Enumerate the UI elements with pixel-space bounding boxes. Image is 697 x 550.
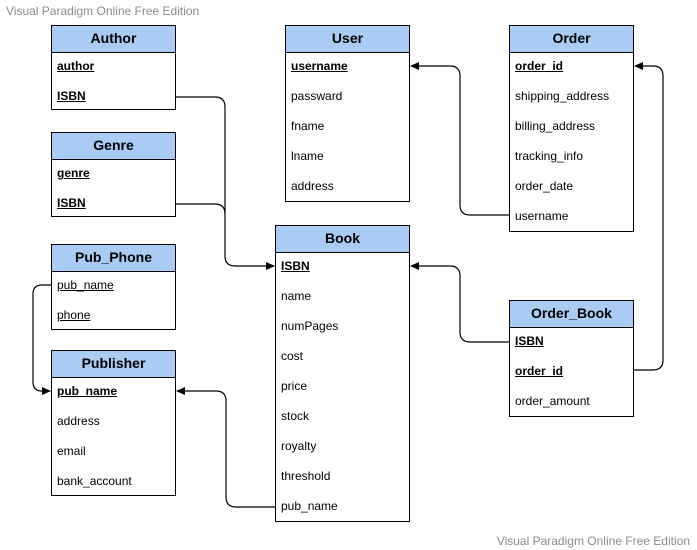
entity-genre[interactable]: Genre genre ISBN <box>51 132 176 217</box>
attribute: name <box>281 289 312 303</box>
link-book-publisher <box>176 387 276 508</box>
link-orderbook-book <box>410 262 510 343</box>
attribute: author <box>57 59 95 73</box>
attribute: stock <box>281 409 310 423</box>
link-pubphone-publisher <box>32 284 52 395</box>
link-order-user <box>410 62 510 216</box>
attribute: ISBN <box>57 196 86 210</box>
attribute: price <box>281 379 308 393</box>
entity-pub-phone[interactable]: Pub_Phone pub_name phone <box>51 244 176 330</box>
entity-user[interactable]: User username passward fname lname addre… <box>285 25 410 202</box>
link-author-book <box>176 96 275 270</box>
attribute: username <box>515 209 569 223</box>
entity-book[interactable]: Book ISBN name numPages cost price stock… <box>275 225 410 522</box>
attribute: fname <box>291 119 325 133</box>
attribute: ISBN <box>57 89 86 103</box>
attribute: passward <box>291 89 343 103</box>
entity-title: Order <box>510 26 633 53</box>
attribute: pub_name <box>281 499 338 513</box>
attribute: order_date <box>515 179 574 193</box>
attribute: cost <box>281 349 304 363</box>
attribute: order_id <box>515 364 564 378</box>
attribute: ISBN <box>515 334 544 348</box>
entity-title: Pub_Phone <box>52 245 175 272</box>
attribute: tracking_info <box>515 149 584 163</box>
entity-title: Book <box>276 226 409 253</box>
attribute: shipping_address <box>515 89 610 103</box>
link-genre-book <box>176 203 226 215</box>
entity-title: Order_Book <box>510 301 633 328</box>
watermark-bottom: Visual Paradigm Online Free Edition <box>496 534 690 548</box>
entity-title: Publisher <box>52 351 175 378</box>
attribute: address <box>57 414 100 428</box>
entity-author[interactable]: Author author ISBN <box>51 25 176 110</box>
attribute: order_amount <box>515 394 590 408</box>
attribute: threshold <box>281 469 331 483</box>
attribute: genre <box>57 166 90 180</box>
attribute: username <box>291 59 348 73</box>
attribute: ISBN <box>281 259 310 273</box>
entity-publisher[interactable]: Publisher pub_name address email bank_ac… <box>51 350 176 496</box>
attribute: email <box>57 444 86 458</box>
attribute: numPages <box>281 319 339 333</box>
entity-title: Author <box>52 26 175 53</box>
attribute: address <box>291 179 334 193</box>
attribute: billing_address <box>515 119 596 133</box>
entity-title: Genre <box>52 133 175 160</box>
attribute: pub_name <box>57 278 114 292</box>
attribute: lname <box>291 149 324 163</box>
watermark-top: Visual Paradigm Online Free Edition <box>6 4 200 18</box>
attribute: order_id <box>515 59 564 73</box>
entity-order[interactable]: Order order_id shipping_address billing_… <box>509 25 634 232</box>
attribute: phone <box>57 308 91 322</box>
attribute: bank_account <box>57 474 132 488</box>
entity-order-book[interactable]: Order_Book ISBN order_id order_amount <box>509 300 634 417</box>
link-orderbook-order <box>634 62 664 371</box>
entity-title: User <box>286 26 409 53</box>
attribute: pub_name <box>57 384 118 398</box>
attribute: royalty <box>281 439 317 453</box>
